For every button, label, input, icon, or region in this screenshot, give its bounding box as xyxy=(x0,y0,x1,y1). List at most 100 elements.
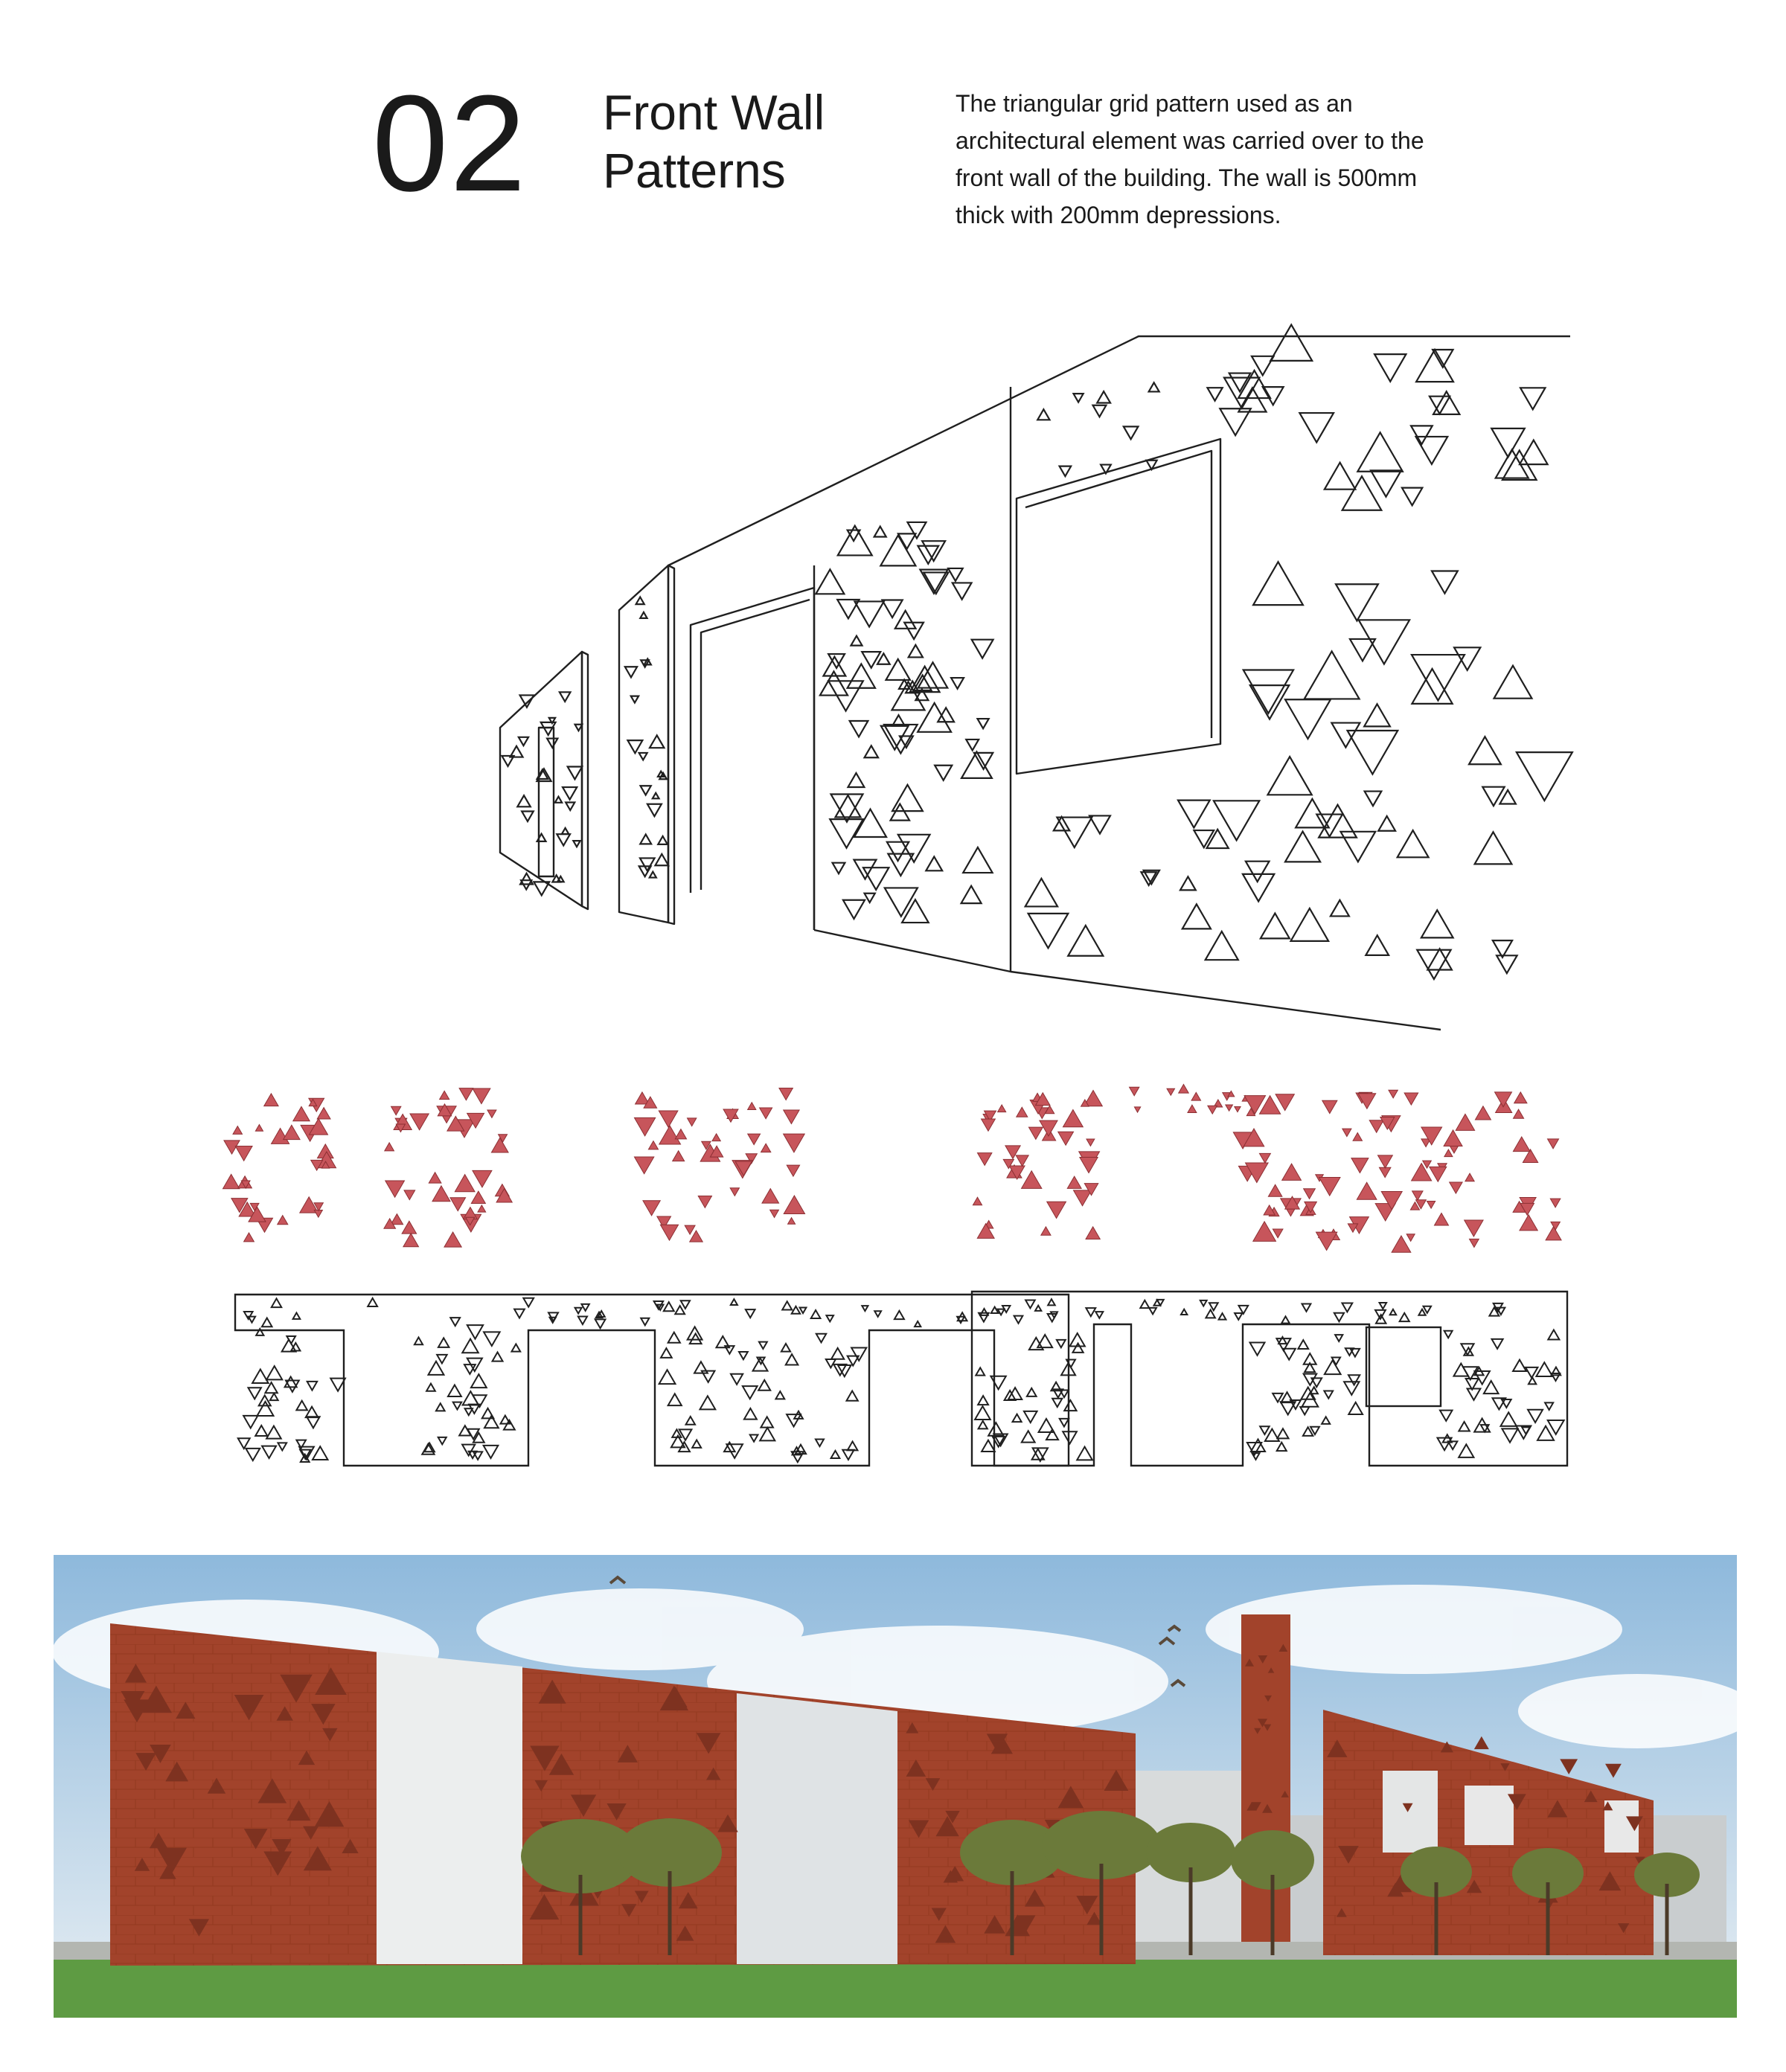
pattern-triangle xyxy=(845,529,862,543)
elevation-triangle xyxy=(743,1406,758,1420)
pattern-triangle xyxy=(845,662,877,689)
pattern-triangle xyxy=(1237,386,1268,413)
pattern-triangle xyxy=(846,771,866,789)
elevation-triangle xyxy=(260,1316,274,1328)
depression-triangle xyxy=(984,1915,1005,1934)
pattern-triangle xyxy=(1432,390,1462,415)
elevation-triangle xyxy=(436,1436,448,1446)
elevation-triangle xyxy=(1340,1302,1354,1314)
elevation-triangle xyxy=(1011,1412,1023,1423)
red-triangle xyxy=(972,1196,983,1206)
elevation-triangle xyxy=(1302,1373,1318,1387)
red-triangle xyxy=(1411,1190,1424,1202)
far-panel-edge xyxy=(580,650,589,911)
elevation-triangle xyxy=(295,1439,307,1450)
red-triangle xyxy=(1388,1089,1399,1099)
pattern-triangle xyxy=(1401,487,1424,507)
red-triangle xyxy=(633,1156,655,1175)
depression-triangle xyxy=(1263,1724,1272,1731)
depression-triangle xyxy=(1473,1736,1489,1750)
red-pattern-left xyxy=(222,1088,806,1248)
elevation-triangle xyxy=(1025,1386,1038,1397)
red-triangle xyxy=(1020,1170,1043,1189)
depression-triangle xyxy=(617,1745,638,1763)
pattern-triangle xyxy=(1099,464,1113,475)
elevation-triangle xyxy=(1250,1452,1261,1461)
depression-triangle xyxy=(188,1919,210,1937)
elevation-triangle xyxy=(1012,1315,1025,1325)
elevation-triangle xyxy=(1323,1359,1342,1376)
elevation-triangle xyxy=(270,1297,283,1309)
red-triangle xyxy=(1377,1155,1394,1169)
pattern-triangle xyxy=(1026,912,1070,950)
elevation-triangle xyxy=(996,1308,1006,1317)
pattern-triangle xyxy=(500,754,516,769)
red-triangle xyxy=(310,1159,324,1172)
elevation-triangle xyxy=(593,1318,607,1330)
elevation-triangle xyxy=(461,1337,480,1354)
elevation-triangle xyxy=(1058,1417,1070,1428)
pattern-triangle xyxy=(535,832,548,842)
pattern-triangle xyxy=(650,791,661,800)
pattern-triangle xyxy=(1514,751,1574,803)
pattern-triangle xyxy=(890,680,926,711)
elevation-triangle xyxy=(825,1359,837,1370)
pattern-triangle xyxy=(518,694,536,709)
depression-triangle xyxy=(1507,1794,1526,1810)
depression-triangle xyxy=(946,1865,964,1882)
pattern-triangle xyxy=(1180,902,1212,930)
pattern-triangle xyxy=(908,664,941,693)
pattern-triangle xyxy=(1328,898,1351,917)
depression-triangle xyxy=(311,1704,336,1725)
red-triangle xyxy=(647,1140,659,1150)
pattern-triangle xyxy=(629,695,641,705)
elevation-triangle xyxy=(1063,1399,1078,1412)
depression-triangle xyxy=(257,1778,287,1803)
elevation-triangle xyxy=(1249,1437,1267,1453)
pattern-triangle xyxy=(960,750,993,779)
elevation-pattern xyxy=(237,1296,1566,1464)
red-triangle xyxy=(729,1187,740,1197)
depression-triangle xyxy=(1560,1759,1578,1775)
pattern-triangle xyxy=(1036,408,1052,421)
pattern-triangle xyxy=(1284,699,1332,741)
pattern-triangle xyxy=(1363,790,1383,808)
red-triangle xyxy=(1028,1126,1044,1141)
pattern-triangle xyxy=(1498,788,1517,805)
pattern-triangle xyxy=(1266,754,1313,796)
red-triangle xyxy=(1455,1113,1476,1131)
elevation-triangle xyxy=(299,1452,311,1463)
depression-triangle xyxy=(1605,1763,1622,1778)
elevation-triangle xyxy=(246,1387,263,1401)
pattern-triangle xyxy=(936,706,956,723)
pattern-triangle xyxy=(555,833,572,847)
title-line-1: Front Wall xyxy=(603,85,825,140)
pattern-triangle xyxy=(889,802,911,821)
pattern-triangle xyxy=(551,873,562,883)
red-triangle xyxy=(401,1220,417,1234)
elevation-triangle xyxy=(1457,1420,1471,1432)
elevation-triangle xyxy=(490,1350,505,1362)
elevation-triangle xyxy=(1299,1406,1310,1417)
elevation-triangle xyxy=(482,1331,502,1348)
elevation-triangle xyxy=(1180,1307,1189,1316)
depression-triangle xyxy=(150,1744,171,1763)
red-triangle xyxy=(723,1109,739,1123)
pattern-triangle xyxy=(638,857,656,873)
pattern-triangle xyxy=(1139,871,1158,888)
pattern-triangle xyxy=(1473,830,1514,865)
depression-triangle xyxy=(1264,1695,1272,1702)
elevation-triangle xyxy=(737,1350,749,1361)
pattern-triangle xyxy=(539,721,557,737)
pattern-triangle xyxy=(1426,947,1453,971)
red-triangle xyxy=(446,1115,465,1132)
pattern-triangle xyxy=(1377,814,1397,832)
elevation-triangle xyxy=(785,1414,802,1428)
elevation-triangle xyxy=(1289,1399,1302,1411)
red-triangle xyxy=(496,1187,513,1203)
depression-triangle xyxy=(207,1777,226,1794)
elevation-triangle xyxy=(1309,1425,1321,1437)
elevation-triangle xyxy=(260,1445,278,1460)
red-pattern-right xyxy=(972,1083,1562,1253)
